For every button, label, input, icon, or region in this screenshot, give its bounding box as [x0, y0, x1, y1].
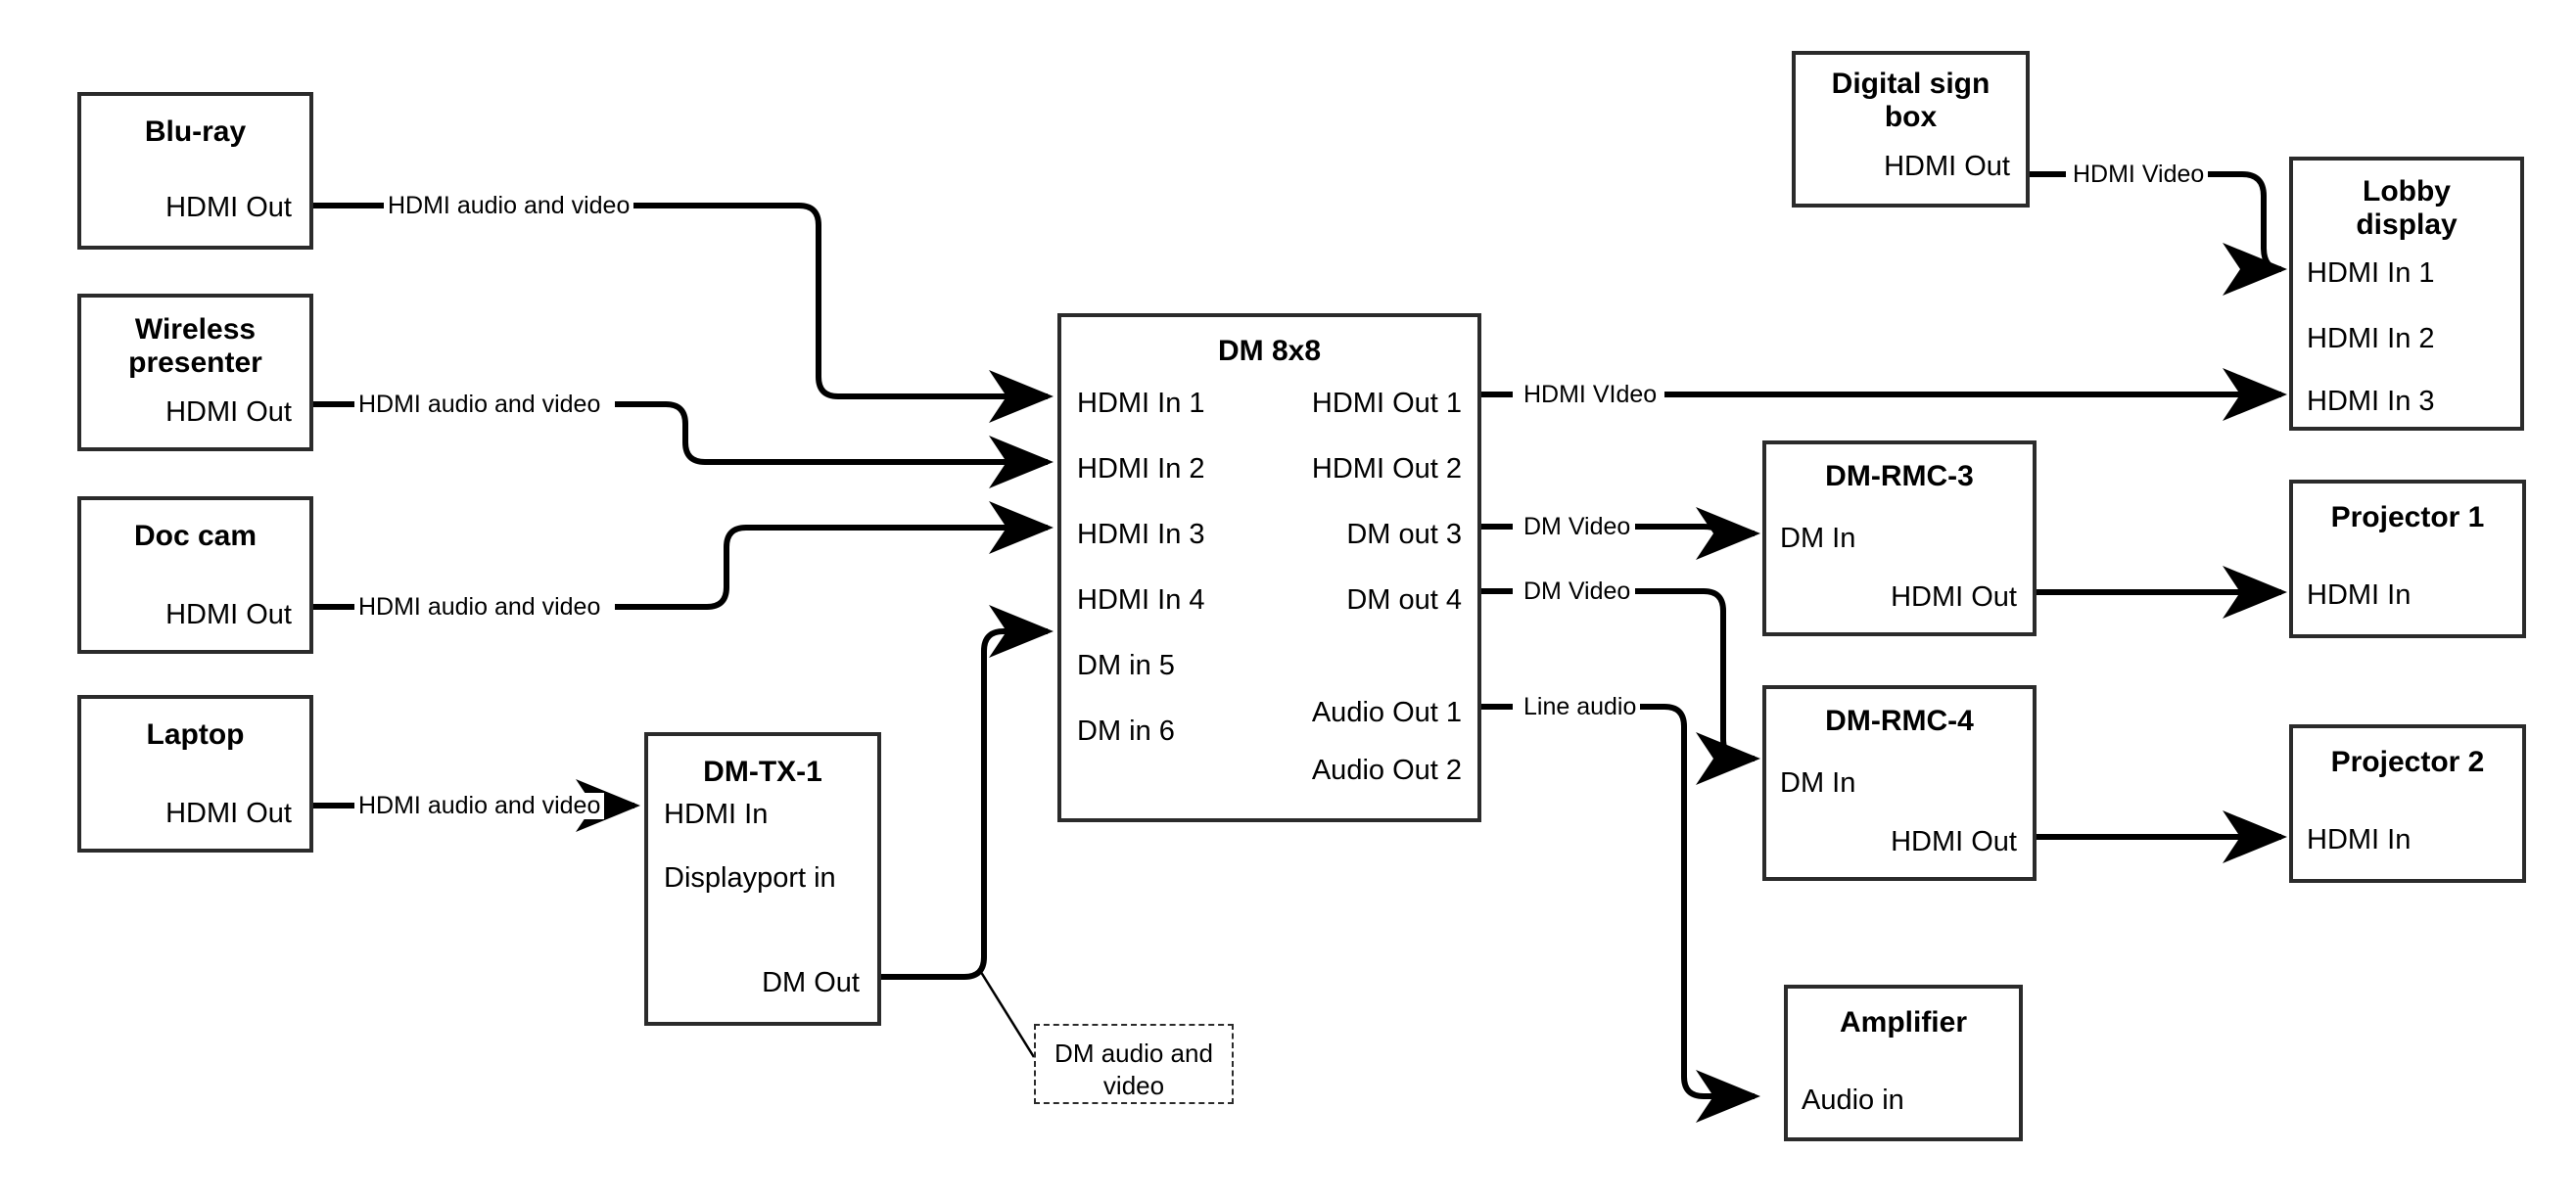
- node-dm-tx-1[interactable]: DM-TX-1 HDMI In Displayport in DM Out: [644, 732, 881, 1026]
- note-leader-line: [977, 968, 1036, 1058]
- node-bluray[interactable]: Blu-ray HDMI Out: [77, 92, 313, 250]
- node-laptop-port-hdmi-out[interactable]: HDMI Out: [165, 798, 292, 829]
- node-dm-rmc-4-port-hdmi-out[interactable]: HDMI Out: [1891, 826, 2017, 857]
- node-dm-8x8-input-3[interactable]: HDMI In 3: [1077, 519, 1205, 550]
- node-dm-rmc-3[interactable]: DM-RMC-3 DM In HDMI Out: [1762, 440, 2037, 636]
- edge-label-laptop-to-dmtx1: HDMI audio and video: [354, 793, 605, 819]
- node-dm-rmc-4-port-dm-in[interactable]: DM In: [1780, 767, 1856, 799]
- node-dm-8x8-output-5[interactable]: Audio Out 1: [1311, 697, 1462, 728]
- edge-label-dm-out1-to-lobby: HDMI VIdeo: [1520, 382, 1662, 408]
- node-dm-8x8-output-4[interactable]: DM out 4: [1346, 584, 1462, 616]
- wire-dmtx1-to-dm-in5: [881, 605, 1054, 980]
- node-digital-sign-box[interactable]: Digital sign box HDMI Out: [1792, 51, 2030, 208]
- node-wireless-presenter-port-hdmi-out[interactable]: HDMI Out: [165, 396, 292, 428]
- node-digital-sign-box-port-hdmi-out[interactable]: HDMI Out: [1884, 151, 2010, 182]
- wire-dm-out3-to-rmc3-b: [1635, 507, 1760, 560]
- edge-label-sign-to-lobby: HDMI Video: [2069, 162, 2209, 188]
- node-projector-2-port-hdmi-in[interactable]: HDMI In: [2307, 824, 2412, 855]
- edge-label-dm-out4-to-rmc4: DM Video: [1520, 578, 1635, 605]
- wire-bluray-to-dm-in1-b: [615, 203, 1054, 423]
- edge-label-wireless-to-dm: HDMI audio and video: [354, 392, 605, 418]
- node-projector-1-title: Projector 1: [2330, 501, 2485, 533]
- node-digital-sign-box-title: Digital sign box: [1831, 68, 1991, 133]
- edge-label-dm-out3-to-rmc3: DM Video: [1520, 514, 1635, 540]
- wire-wireless-to-dm-in2-b: [615, 401, 1054, 488]
- node-lobby-display-input-3[interactable]: HDMI In 3: [2307, 386, 2435, 417]
- node-wireless-presenter[interactable]: Wireless presenter HDMI Out: [77, 294, 313, 451]
- wire-dm-out4-to-rmc4-b: [1635, 588, 1760, 785]
- node-dm-8x8-title: DM 8x8: [1217, 335, 1322, 367]
- edge-label-bluray-to-dm: HDMI audio and video: [384, 193, 634, 219]
- wire-doccam-to-dm-in3-b: [615, 501, 1054, 610]
- node-amplifier-title: Amplifier: [1839, 1006, 1968, 1039]
- node-dm-8x8[interactable]: DM 8x8 HDMI In 1 HDMI In 2 HDMI In 3 HDM…: [1057, 313, 1481, 822]
- node-bluray-title: Blu-ray: [144, 115, 247, 148]
- node-doc-cam-title: Doc cam: [133, 520, 258, 552]
- node-dm-rmc-4[interactable]: DM-RMC-4 DM In HDMI Out: [1762, 685, 2037, 881]
- node-lobby-display-input-2[interactable]: HDMI In 2: [2307, 323, 2435, 354]
- node-lobby-display[interactable]: Lobby display HDMI In 1 HDMI In 2 HDMI I…: [2289, 157, 2524, 431]
- node-bluray-port-hdmi-out[interactable]: HDMI Out: [165, 192, 292, 223]
- node-dm-8x8-input-4[interactable]: HDMI In 4: [1077, 584, 1205, 616]
- node-lobby-display-title: Lobby display: [2356, 175, 2458, 241]
- node-dm-tx-1-port-displayport-in[interactable]: Displayport in: [664, 862, 836, 894]
- node-dm-8x8-output-2[interactable]: HDMI Out 2: [1311, 453, 1462, 485]
- node-dm-8x8-output-6[interactable]: Audio Out 2: [1311, 755, 1462, 786]
- node-dm-8x8-output-3[interactable]: DM out 3: [1346, 519, 1462, 550]
- node-amplifier-port-audio-in[interactable]: Audio in: [1802, 1085, 1904, 1116]
- node-projector-1[interactable]: Projector 1 HDMI In: [2289, 480, 2526, 638]
- node-dm-rmc-3-title: DM-RMC-3: [1825, 460, 1974, 492]
- node-dm-8x8-input-6[interactable]: DM in 6: [1077, 716, 1175, 747]
- node-dm-8x8-input-1[interactable]: HDMI In 1: [1077, 388, 1205, 419]
- wire-sign-to-lobby-in1-b: [2203, 171, 2287, 296]
- node-projector-1-port-hdmi-in[interactable]: HDMI In: [2307, 579, 2412, 611]
- node-dm-8x8-output-1[interactable]: HDMI Out 1: [1311, 388, 1462, 419]
- node-dm-tx-1-port-dm-out[interactable]: DM Out: [762, 967, 860, 998]
- node-laptop-title: Laptop: [146, 718, 245, 751]
- node-doc-cam[interactable]: Doc cam HDMI Out: [77, 496, 313, 654]
- node-dm-8x8-input-5[interactable]: DM in 5: [1077, 650, 1175, 681]
- node-dm-rmc-4-title: DM-RMC-4: [1825, 705, 1974, 737]
- node-wireless-presenter-title: Wireless presenter: [128, 313, 262, 379]
- node-dm-tx-1-port-hdmi-in[interactable]: HDMI In: [664, 799, 769, 830]
- note-dm-audio-and-video: DM audio and video: [1034, 1024, 1234, 1104]
- edge-label-dm-audio-to-amp: Line audio: [1520, 694, 1641, 720]
- node-projector-2[interactable]: Projector 2 HDMI In: [2289, 724, 2526, 883]
- node-dm-8x8-input-2[interactable]: HDMI In 2: [1077, 453, 1205, 485]
- node-doc-cam-port-hdmi-out[interactable]: HDMI Out: [165, 599, 292, 630]
- node-dm-rmc-3-port-dm-in[interactable]: DM In: [1780, 523, 1856, 554]
- node-dm-rmc-3-port-hdmi-out[interactable]: HDMI Out: [1891, 581, 2017, 613]
- wire-dm-audio-to-amp-b: [1625, 704, 1760, 1123]
- node-amplifier[interactable]: Amplifier Audio in: [1784, 985, 2023, 1141]
- node-lobby-display-input-1[interactable]: HDMI In 1: [2307, 257, 2435, 289]
- node-laptop[interactable]: Laptop HDMI Out: [77, 695, 313, 853]
- node-projector-2-title: Projector 2: [2330, 746, 2485, 778]
- node-dm-tx-1-title: DM-TX-1: [703, 756, 822, 788]
- edge-label-doccam-to-dm: HDMI audio and video: [354, 594, 605, 621]
- note-dm-audio-and-video-text: DM audio and video: [1054, 1039, 1213, 1100]
